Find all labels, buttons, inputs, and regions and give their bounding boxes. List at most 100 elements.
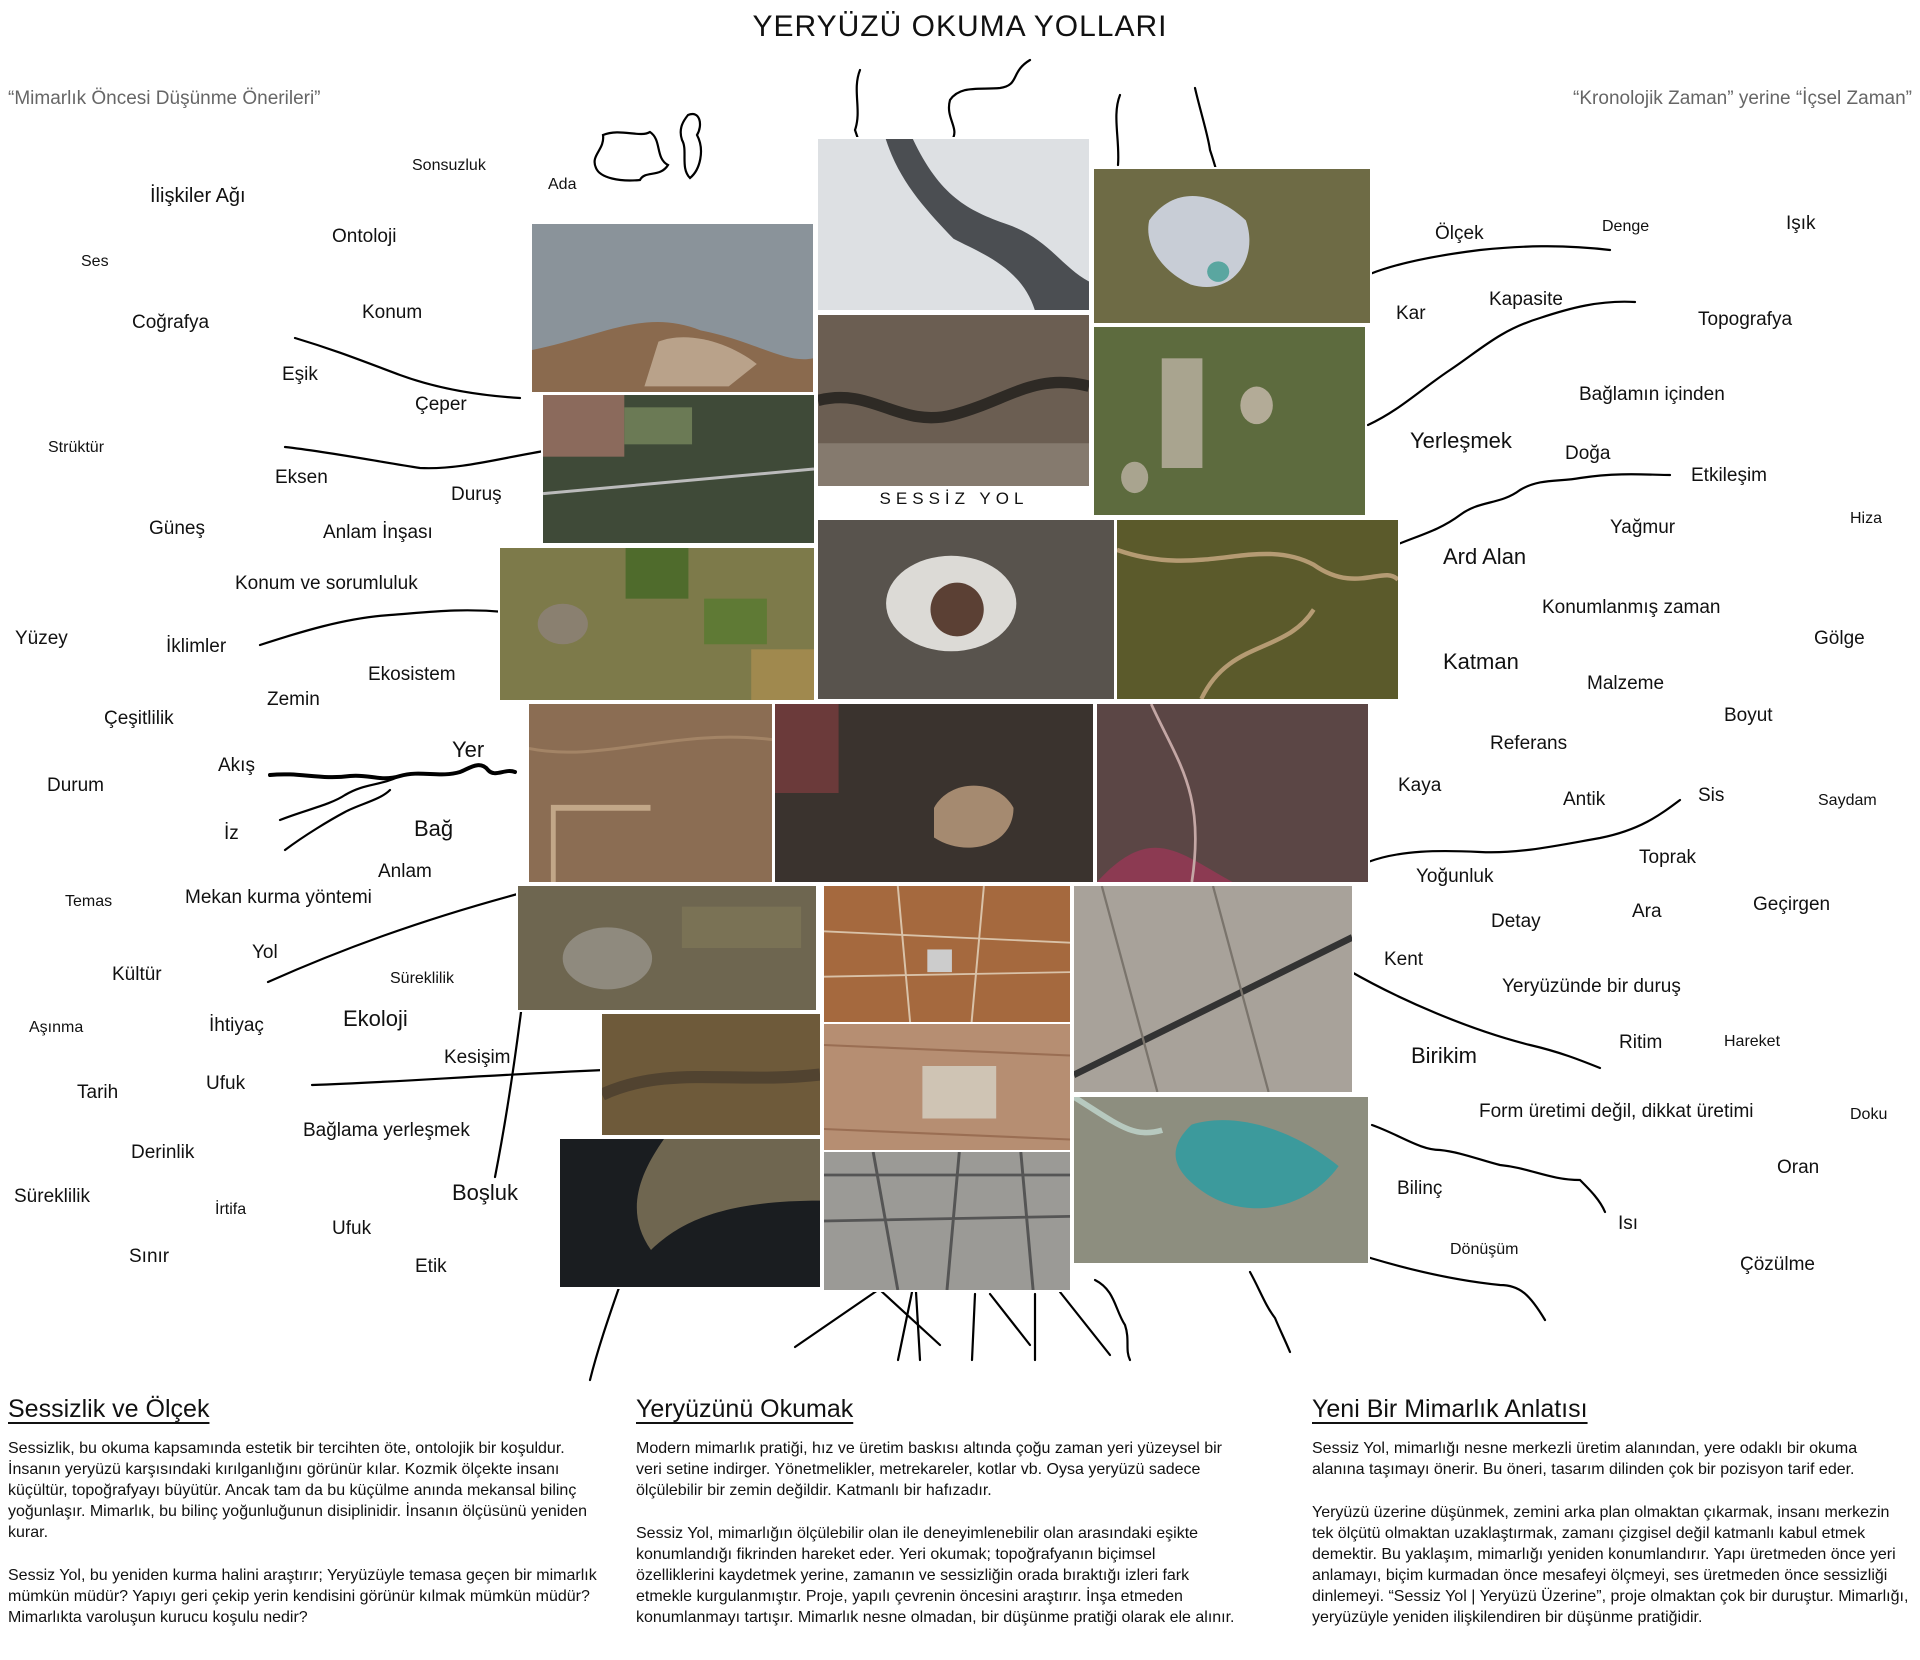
keyword: İlişkiler Ağı xyxy=(150,185,246,207)
keyword: Ölçek xyxy=(1435,223,1484,244)
section-heading: Yeni Bir Mimarlık Anlatısı xyxy=(1312,1395,1588,1423)
aerial-town-square xyxy=(822,1022,1072,1152)
section-paragraph: Modern mimarlık pratiği, hız ve üretim b… xyxy=(636,1440,1223,1499)
aerial-dense-city xyxy=(822,1150,1072,1292)
aerial-open-pit xyxy=(516,884,818,1012)
keyword: Coğrafya xyxy=(132,312,210,333)
keyword: Kar xyxy=(1396,303,1426,324)
aerial-dark-peninsula xyxy=(558,1137,822,1289)
keyword: Konumlanmış zaman xyxy=(1542,597,1721,618)
keyword: Konum ve sorumluluk xyxy=(235,573,418,594)
keyword: Tarih xyxy=(77,1082,119,1103)
section-paragraph: Yeryüzü üzerine düşünmek, zemini arka pl… xyxy=(1312,1504,1909,1626)
keyword: İz xyxy=(224,823,239,844)
aerial-lagoon xyxy=(1072,1095,1370,1265)
keyword: Anlam xyxy=(378,861,432,882)
keyword: Kesişim xyxy=(444,1047,511,1068)
keyword: Ritim xyxy=(1619,1032,1663,1053)
keyword: Yol xyxy=(252,942,278,963)
keyword: İhtiyaç xyxy=(209,1015,264,1036)
keyword: Çeşitlilik xyxy=(104,708,174,729)
keyword: Yeryüzünde bir duruş xyxy=(1502,976,1681,997)
section-paragraph: Sessiz Yol, bu yeniden kurma halini araş… xyxy=(8,1567,597,1626)
aerial-old-town-roofs xyxy=(822,884,1072,1024)
keyword: Bağlama yerleşmek xyxy=(303,1120,470,1141)
keyword: Ekoloji xyxy=(343,1006,408,1031)
keyword: Yer xyxy=(452,737,485,762)
keyword: Sis xyxy=(1698,785,1725,806)
keyword: Doku xyxy=(1850,1106,1888,1123)
section-paragraph: Sessiz Yol, mimarlığın ölçülebilir olan … xyxy=(636,1525,1235,1626)
keyword: Kent xyxy=(1384,949,1424,970)
keyword: Detay xyxy=(1491,911,1541,932)
keyword: Dönüşüm xyxy=(1450,1241,1519,1258)
aerial-hills-road xyxy=(600,1012,822,1137)
keyword: Form üretimi değil, dikkat üretimi xyxy=(1479,1101,1754,1122)
aerial-fields-roads xyxy=(541,393,816,545)
keyword: Isı xyxy=(1618,1213,1639,1234)
keyword: Geçirgen xyxy=(1753,894,1831,915)
section-paragraph: Sessiz Yol, mimarlığı nesne merkezli üre… xyxy=(1312,1440,1858,1478)
keyword: Birikim xyxy=(1411,1043,1477,1068)
section-heading: Yeryüzünü Okumak xyxy=(636,1395,854,1423)
keyword: Bilinç xyxy=(1397,1178,1443,1199)
keyword: Ufuk xyxy=(206,1073,246,1094)
aerial-crater-lake xyxy=(816,518,1116,701)
page-title: YERYÜZÜ OKUMA YOLLARI xyxy=(752,10,1168,43)
keyword: Referans xyxy=(1490,733,1568,754)
keyword: Denge xyxy=(1602,218,1650,235)
keyword: Akış xyxy=(218,755,255,776)
keyword: Hiza xyxy=(1850,510,1883,527)
keyword: Ada xyxy=(548,176,577,193)
aerial-ancient-site xyxy=(1092,325,1367,517)
keyword: Saydam xyxy=(1818,792,1877,809)
keyword: Mekan kurma yöntemi xyxy=(185,887,372,908)
keyword: Yerleşmek xyxy=(1410,428,1512,453)
keyword: Gölge xyxy=(1814,628,1865,649)
keyword: Sınır xyxy=(129,1246,170,1267)
keyword: Temas xyxy=(65,893,113,910)
keyword: Aşınma xyxy=(29,1019,84,1036)
keyword: Kapasite xyxy=(1489,289,1563,310)
aerial-canyon-river xyxy=(816,313,1091,488)
keyword: Ontoloji xyxy=(332,226,397,247)
keyword: Kaya xyxy=(1398,775,1442,796)
keyword: Işık xyxy=(1786,213,1816,234)
aerial-snow-river xyxy=(816,137,1091,312)
keyword: Anlam İnşası xyxy=(323,522,433,543)
keyword: Boyut xyxy=(1724,705,1773,726)
keyword: Eşik xyxy=(282,364,318,385)
keyword: Bağlamın içinden xyxy=(1579,384,1725,405)
keyword: Boşluk xyxy=(452,1180,519,1205)
keyword: Ara xyxy=(1632,901,1662,922)
keyword: Katman xyxy=(1443,649,1519,674)
keyword: Doğa xyxy=(1565,443,1611,464)
keyword: Ufuk xyxy=(332,1218,372,1239)
center-label: SESSİZ YOL xyxy=(879,489,1029,508)
keyword: Ses xyxy=(81,253,109,270)
aerial-farmland-village xyxy=(498,546,816,702)
aerial-coast-settlement xyxy=(530,222,815,394)
keyword: Çözülme xyxy=(1740,1254,1815,1275)
keyword: Etkileşim xyxy=(1691,465,1768,486)
keyword: Kültür xyxy=(112,964,162,985)
keyword: Topografya xyxy=(1698,309,1793,330)
keyword: Ard Alan xyxy=(1443,544,1527,569)
keyword: Malzeme xyxy=(1587,673,1665,694)
keyword: Durum xyxy=(47,775,105,796)
keyword: Yüzey xyxy=(15,628,68,649)
keyword: Ekosistem xyxy=(368,664,456,685)
keyword: Bağ xyxy=(414,816,454,841)
section-heading: Sessizlik ve Ölçek xyxy=(8,1395,210,1423)
keyword: Yağmur xyxy=(1610,517,1676,538)
keyword: Sonsuzluk xyxy=(412,157,486,174)
aerial-quarry-travertine xyxy=(1092,167,1372,325)
aerial-city-grid xyxy=(1072,884,1354,1094)
section-yeryuzu: Yeryüzünü Okumak Modern mimarlık pratiği… xyxy=(636,1395,1236,1650)
keyword: Derinlik xyxy=(131,1142,195,1163)
aerial-red-terrain xyxy=(1095,702,1370,884)
keyword: Antik xyxy=(1563,789,1606,810)
keyword: Yoğunluk xyxy=(1416,866,1494,887)
subtitle-right: “Kronolojik Zaman” yerine “İçsel Zaman” xyxy=(1573,88,1912,109)
aerial-dry-plain xyxy=(527,702,774,884)
